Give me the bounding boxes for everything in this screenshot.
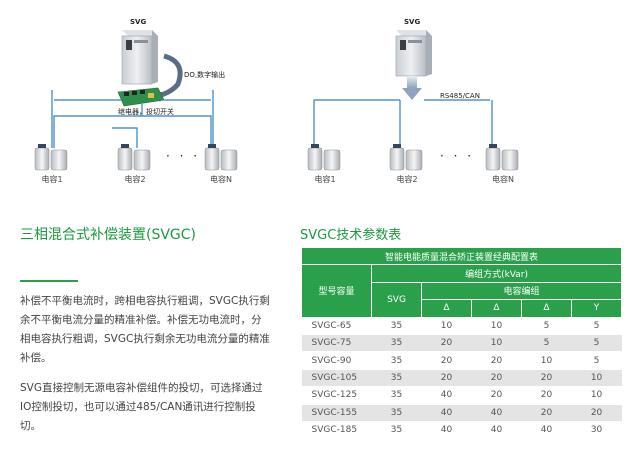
model-cell: SVGC-90 xyxy=(301,351,372,370)
capacitor-icon xyxy=(485,144,519,171)
value-cell: 35 xyxy=(371,421,422,440)
value-cell: 5 xyxy=(521,334,572,353)
column-header-delta: Δ xyxy=(471,299,522,318)
value-cell: 20 xyxy=(521,386,572,405)
value-cell: 35 xyxy=(371,334,422,353)
model-cell: SVGC-125 xyxy=(301,386,372,405)
value-cell: 40 xyxy=(421,421,472,440)
value-cell: 20 xyxy=(471,386,522,405)
value-cell: 35 xyxy=(371,404,422,422)
model-cell: SVGC-75 xyxy=(301,334,372,353)
value-cell: 20 xyxy=(471,369,522,388)
spec-table: 智能电能质量混合矫正装置经典配置表 型号容量 编组方式(kVar) SVG 电容… xyxy=(300,246,623,440)
value-cell: 20 xyxy=(421,334,472,353)
value-cell: 20 xyxy=(421,351,472,370)
svg-unit-label: SVG xyxy=(130,18,147,26)
column-header-y: Y xyxy=(570,299,623,318)
value-cell: 40 xyxy=(471,404,522,422)
value-cell: 10 xyxy=(421,317,472,335)
wiring-lines xyxy=(313,99,493,148)
capacitor-label: 电容N xyxy=(210,175,232,184)
io-control-diagram-graphic xyxy=(34,30,238,171)
ellipsis: · · · xyxy=(440,149,475,163)
value-cell: 20 xyxy=(571,404,622,422)
value-cell: 10 xyxy=(521,351,572,370)
model-cell: SVGC-155 xyxy=(301,404,372,422)
svg-unit-label: SVG xyxy=(404,18,421,26)
capacitor-group-header: 电容编组 xyxy=(420,281,623,301)
wiring-lines xyxy=(51,90,214,148)
value-cell: 5 xyxy=(521,317,572,335)
table-caption: 智能电能质量混合矫正装置经典配置表 xyxy=(300,246,623,266)
value-cell: 20 xyxy=(471,351,522,370)
model-cell: SVGC-185 xyxy=(301,421,372,440)
value-cell: 35 xyxy=(371,351,422,370)
value-cell: 5 xyxy=(571,317,622,335)
capacitor-icon xyxy=(389,144,423,171)
svg-cabinet-icon xyxy=(395,30,432,77)
accent-divider xyxy=(20,280,78,282)
description-paragraph: SVG直接控制无源电容补偿组件的投切，可选择通过IO控制投切，也可以通过485/… xyxy=(20,382,263,432)
model-cell: SVGC-105 xyxy=(301,369,372,388)
column-header-delta: Δ xyxy=(521,299,572,318)
model-cell: SVGC-65 xyxy=(301,317,372,335)
value-cell: 35 xyxy=(371,386,422,405)
capacitor-icon xyxy=(307,144,341,171)
io-control-diagram: SVG DO,数字输出 继电器，投切开关 · · · 电容1 电容2 电容N xyxy=(0,0,300,200)
value-cell: 40 xyxy=(471,421,522,440)
io-output-label: DO,数字输出 xyxy=(184,71,226,79)
value-cell: 30 xyxy=(571,421,622,440)
value-cell: 10 xyxy=(571,369,622,388)
capacitor-label: 电容1 xyxy=(41,175,63,184)
value-cell: 35 xyxy=(371,317,422,335)
comm-protocol-label: RS485/CAN xyxy=(440,92,480,100)
value-cell: 10 xyxy=(471,334,522,353)
column-header-delta: Δ xyxy=(421,299,472,318)
value-cell: 20 xyxy=(521,404,572,422)
ellipsis: · · · xyxy=(166,149,201,163)
capacitor-icon xyxy=(117,144,151,171)
section-title: 三相混合式补偿装置(SVGC) xyxy=(20,227,197,243)
capacitor-icon xyxy=(204,144,238,171)
column-header-svg: SVG xyxy=(371,281,422,318)
value-cell: 10 xyxy=(571,386,622,405)
relay-label: 继电器，投切开关 xyxy=(118,108,174,116)
capacitor-label: 电容2 xyxy=(396,175,418,184)
capacitor-label: 电容1 xyxy=(314,175,336,184)
value-cell: 40 xyxy=(421,404,472,422)
capacitor-label: 电容N xyxy=(492,175,514,184)
down-arrow-icon xyxy=(402,76,422,100)
capacitor-icon xyxy=(34,144,68,171)
value-cell: 40 xyxy=(521,421,572,440)
description-paragraph: 补偿不平衡电流时，跨相电容执行粗调，SVGC执行剩余不平衡电流分量的精准补偿。补… xyxy=(20,295,270,364)
group-header: 编组方式(kVar) xyxy=(370,264,623,283)
comm-control-diagram-graphic xyxy=(307,30,519,171)
value-cell: 10 xyxy=(471,317,522,335)
table-title: SVGC技术参数表 xyxy=(300,228,402,243)
value-cell: 5 xyxy=(571,351,622,370)
value-cell: 20 xyxy=(521,369,572,388)
comm-control-diagram: SVG RS485/CAN · · · 电容1 电容2 电容N xyxy=(300,0,630,200)
value-cell: 40 xyxy=(421,386,472,405)
value-cell: 35 xyxy=(371,369,422,388)
capacitor-label: 电容2 xyxy=(124,175,146,184)
value-cell: 5 xyxy=(571,334,622,353)
svg-cabinet-icon xyxy=(121,30,158,85)
column-header-model: 型号容量 xyxy=(301,264,372,318)
value-cell: 20 xyxy=(421,369,472,388)
relay-board-icon xyxy=(117,87,165,107)
